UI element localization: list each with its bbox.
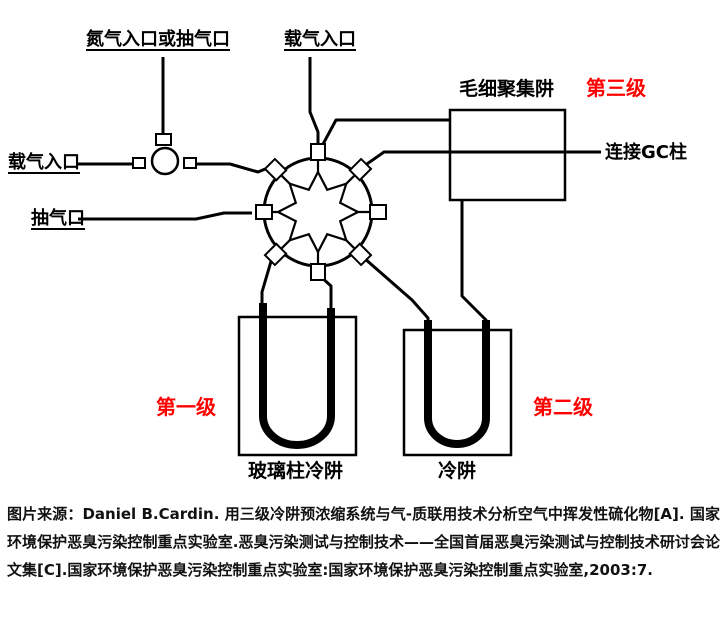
source-caption: 图片来源：Daniel B.Cardin. 用三级冷阱预浓缩系统与气-质联用技术… [7,505,720,580]
trap1-u-tube [259,303,335,449]
valve-port-left [255,204,273,220]
nitrogen-inlet-label: 氮气入口或抽气口 [86,29,230,50]
valve-port-top-right [348,157,373,182]
trap2-out-line [460,200,488,328]
valve-port-bottom-right [348,242,373,267]
trap2-in-line [363,256,430,328]
valve-port-bottom [310,263,326,281]
pump-port-label: 抽气口 [31,208,85,229]
inlet-valve-left-port [132,157,146,169]
trap2-box [402,328,513,457]
capillary-trap-label: 毛细聚集阱 [459,78,555,100]
preconcentrator-diagram: 氮气入口或抽气口 载气入口 载气入口 抽气口 毛细聚集阱 第三级 连接GC柱 第… [8,29,687,482]
gc-line [363,150,601,168]
trap2-u-tube [424,320,490,448]
inlet-valve-right-port [183,157,197,169]
gc-column-label: 连接GC柱 [605,142,687,163]
valve-port-bottom-left [263,242,288,267]
inlet-valve-top-port [155,133,172,146]
glass-trap-label: 玻璃柱冷阱 [248,460,344,482]
inlet-valve-to-rotary-line [194,162,271,174]
pump-line [78,211,252,221]
carrier-gas-left-label: 载气入口 [8,152,80,173]
cold-trap-label: 冷阱 [438,460,477,482]
valve-port-top [310,143,326,161]
stage3-label: 第三级 [586,76,646,100]
diagram-canvas [76,57,601,457]
carrier-gas-top-label: 载气入口 [284,29,356,50]
inlet-valve [132,133,197,176]
valve-port-right [369,204,387,220]
rotary-valve-ports [255,143,387,281]
stage1-label: 第一级 [156,395,216,419]
stage2-label: 第二级 [533,395,593,419]
carrier-top-line [308,57,320,146]
valve-port-top-left [263,157,288,182]
trap1-box [237,315,358,457]
trap3-inlet-line [320,118,450,147]
inlet-valve-body [150,146,180,176]
capillary-trap-box [448,108,567,202]
